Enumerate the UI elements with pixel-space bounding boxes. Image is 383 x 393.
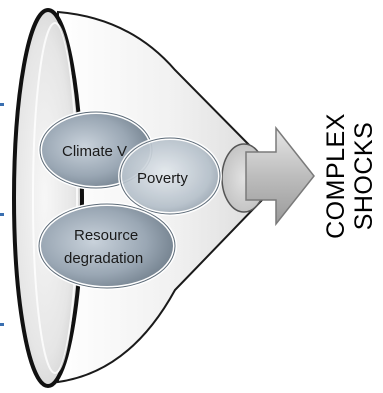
funnel-mouth <box>12 8 84 388</box>
edge-tick-middle <box>0 213 4 216</box>
outcome-line1: COMPLEX <box>322 113 350 239</box>
factor-poverty: Poverty <box>118 136 222 216</box>
factor-poverty-label: Poverty <box>137 170 188 187</box>
output-arrow <box>245 125 315 227</box>
funnel-mouth-inner <box>32 22 78 374</box>
edge-tick-bottom <box>0 323 4 326</box>
outcome-label: COMPLEX SHOCKS <box>322 113 378 239</box>
factor-resource-label-line2: degradation <box>64 250 143 267</box>
factor-climate-label: Climate V <box>62 143 127 160</box>
edge-tick-top <box>0 103 4 106</box>
factor-resource-label-line1: Resource <box>74 227 138 244</box>
outcome-line2: SHOCKS <box>350 122 378 231</box>
factor-resource: Resource degradation <box>37 202 177 290</box>
